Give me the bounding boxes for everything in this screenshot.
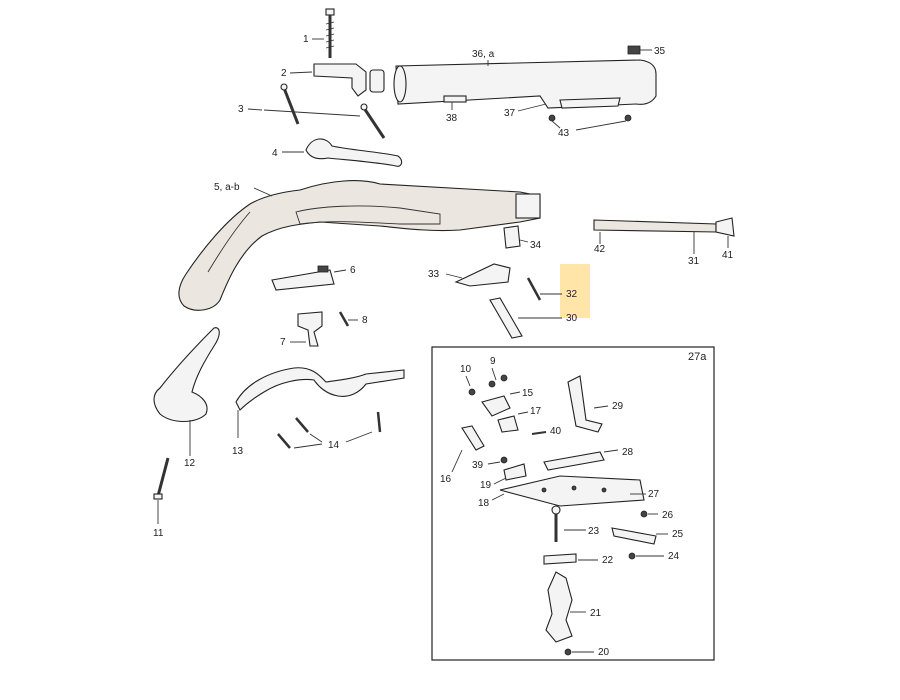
part-36-barrel: 36, a [393,49,657,109]
label-35: 35 [654,46,666,57]
label-17: 17 [530,406,542,417]
label-18: 18 [478,498,490,509]
part-5-stock: 5, a-b [178,180,541,311]
part-12-butt-cap: 12 [153,327,220,469]
part-2-band: 2 [281,63,385,97]
label-20: 20 [598,647,610,658]
part-13-trigger-guard: 13 [232,367,405,457]
label-22: 22 [602,555,614,566]
label-7: 7 [280,337,286,348]
label-36: 36, a [472,49,495,60]
part-34-pipe: 34 [503,225,542,251]
label-25: 25 [672,529,684,540]
part-1-screw: 1 [303,8,335,58]
part-43-screws: 43 [548,114,632,139]
label-6: 6 [350,265,356,276]
label-30: 30 [566,313,578,324]
label-41: 41 [722,250,734,261]
highlight-box [560,264,590,318]
label-21: 21 [590,608,602,619]
label-40: 40 [550,426,562,437]
part-ramrod: 42 31 41 [593,217,735,267]
label-12: 12 [184,458,196,469]
label-23: 23 [588,526,600,537]
part-14-screws: 14 [277,411,382,451]
label-8: 8 [362,315,368,326]
part-6-plate: 6 [271,265,356,291]
label-34: 34 [530,240,542,251]
part-30-spring: 30 [489,297,578,339]
label-28: 28 [622,447,634,458]
label-39: 39 [472,460,484,471]
label-11: 11 [153,528,164,539]
label-24: 24 [668,551,680,562]
label-42: 42 [594,244,606,255]
label-13: 13 [232,446,244,457]
inset-frame [431,346,715,661]
label-33: 33 [428,269,440,280]
inset-title: 27a [688,351,707,363]
label-19: 19 [480,480,492,491]
label-1: 1 [303,34,309,45]
label-37: 37 [504,108,516,119]
label-9: 9 [490,356,496,367]
part-3-rods: 3 [238,83,386,139]
label-32: 32 [566,289,578,300]
label-3: 3 [238,104,244,115]
part-11-screw: 11 [153,457,170,539]
label-26: 26 [662,510,674,521]
part-35-sight: 35 [627,45,666,57]
label-43: 43 [558,128,570,139]
label-14: 14 [328,440,340,451]
label-5: 5, a-b [214,182,240,193]
part-7-trigger: 7 [280,311,323,348]
part-37-38: 37 38 [446,102,547,124]
label-27: 27 [648,489,660,500]
inset-lock-assembly: 27a 9 10 15 17 40 16 39 19 [431,346,715,661]
label-29: 29 [612,401,624,412]
part-8-pin: 8 [338,311,368,327]
label-4: 4 [272,148,278,159]
part-4-side-plate: 4 [272,138,403,167]
label-10: 10 [460,364,472,375]
label-15: 15 [522,388,534,399]
label-16: 16 [440,474,452,485]
part-32-pin: 32 [526,277,578,301]
part-33-trigger-guard-piece: 33 [428,263,511,287]
label-2: 2 [281,68,287,79]
label-38: 38 [446,113,458,124]
label-31: 31 [688,256,700,267]
